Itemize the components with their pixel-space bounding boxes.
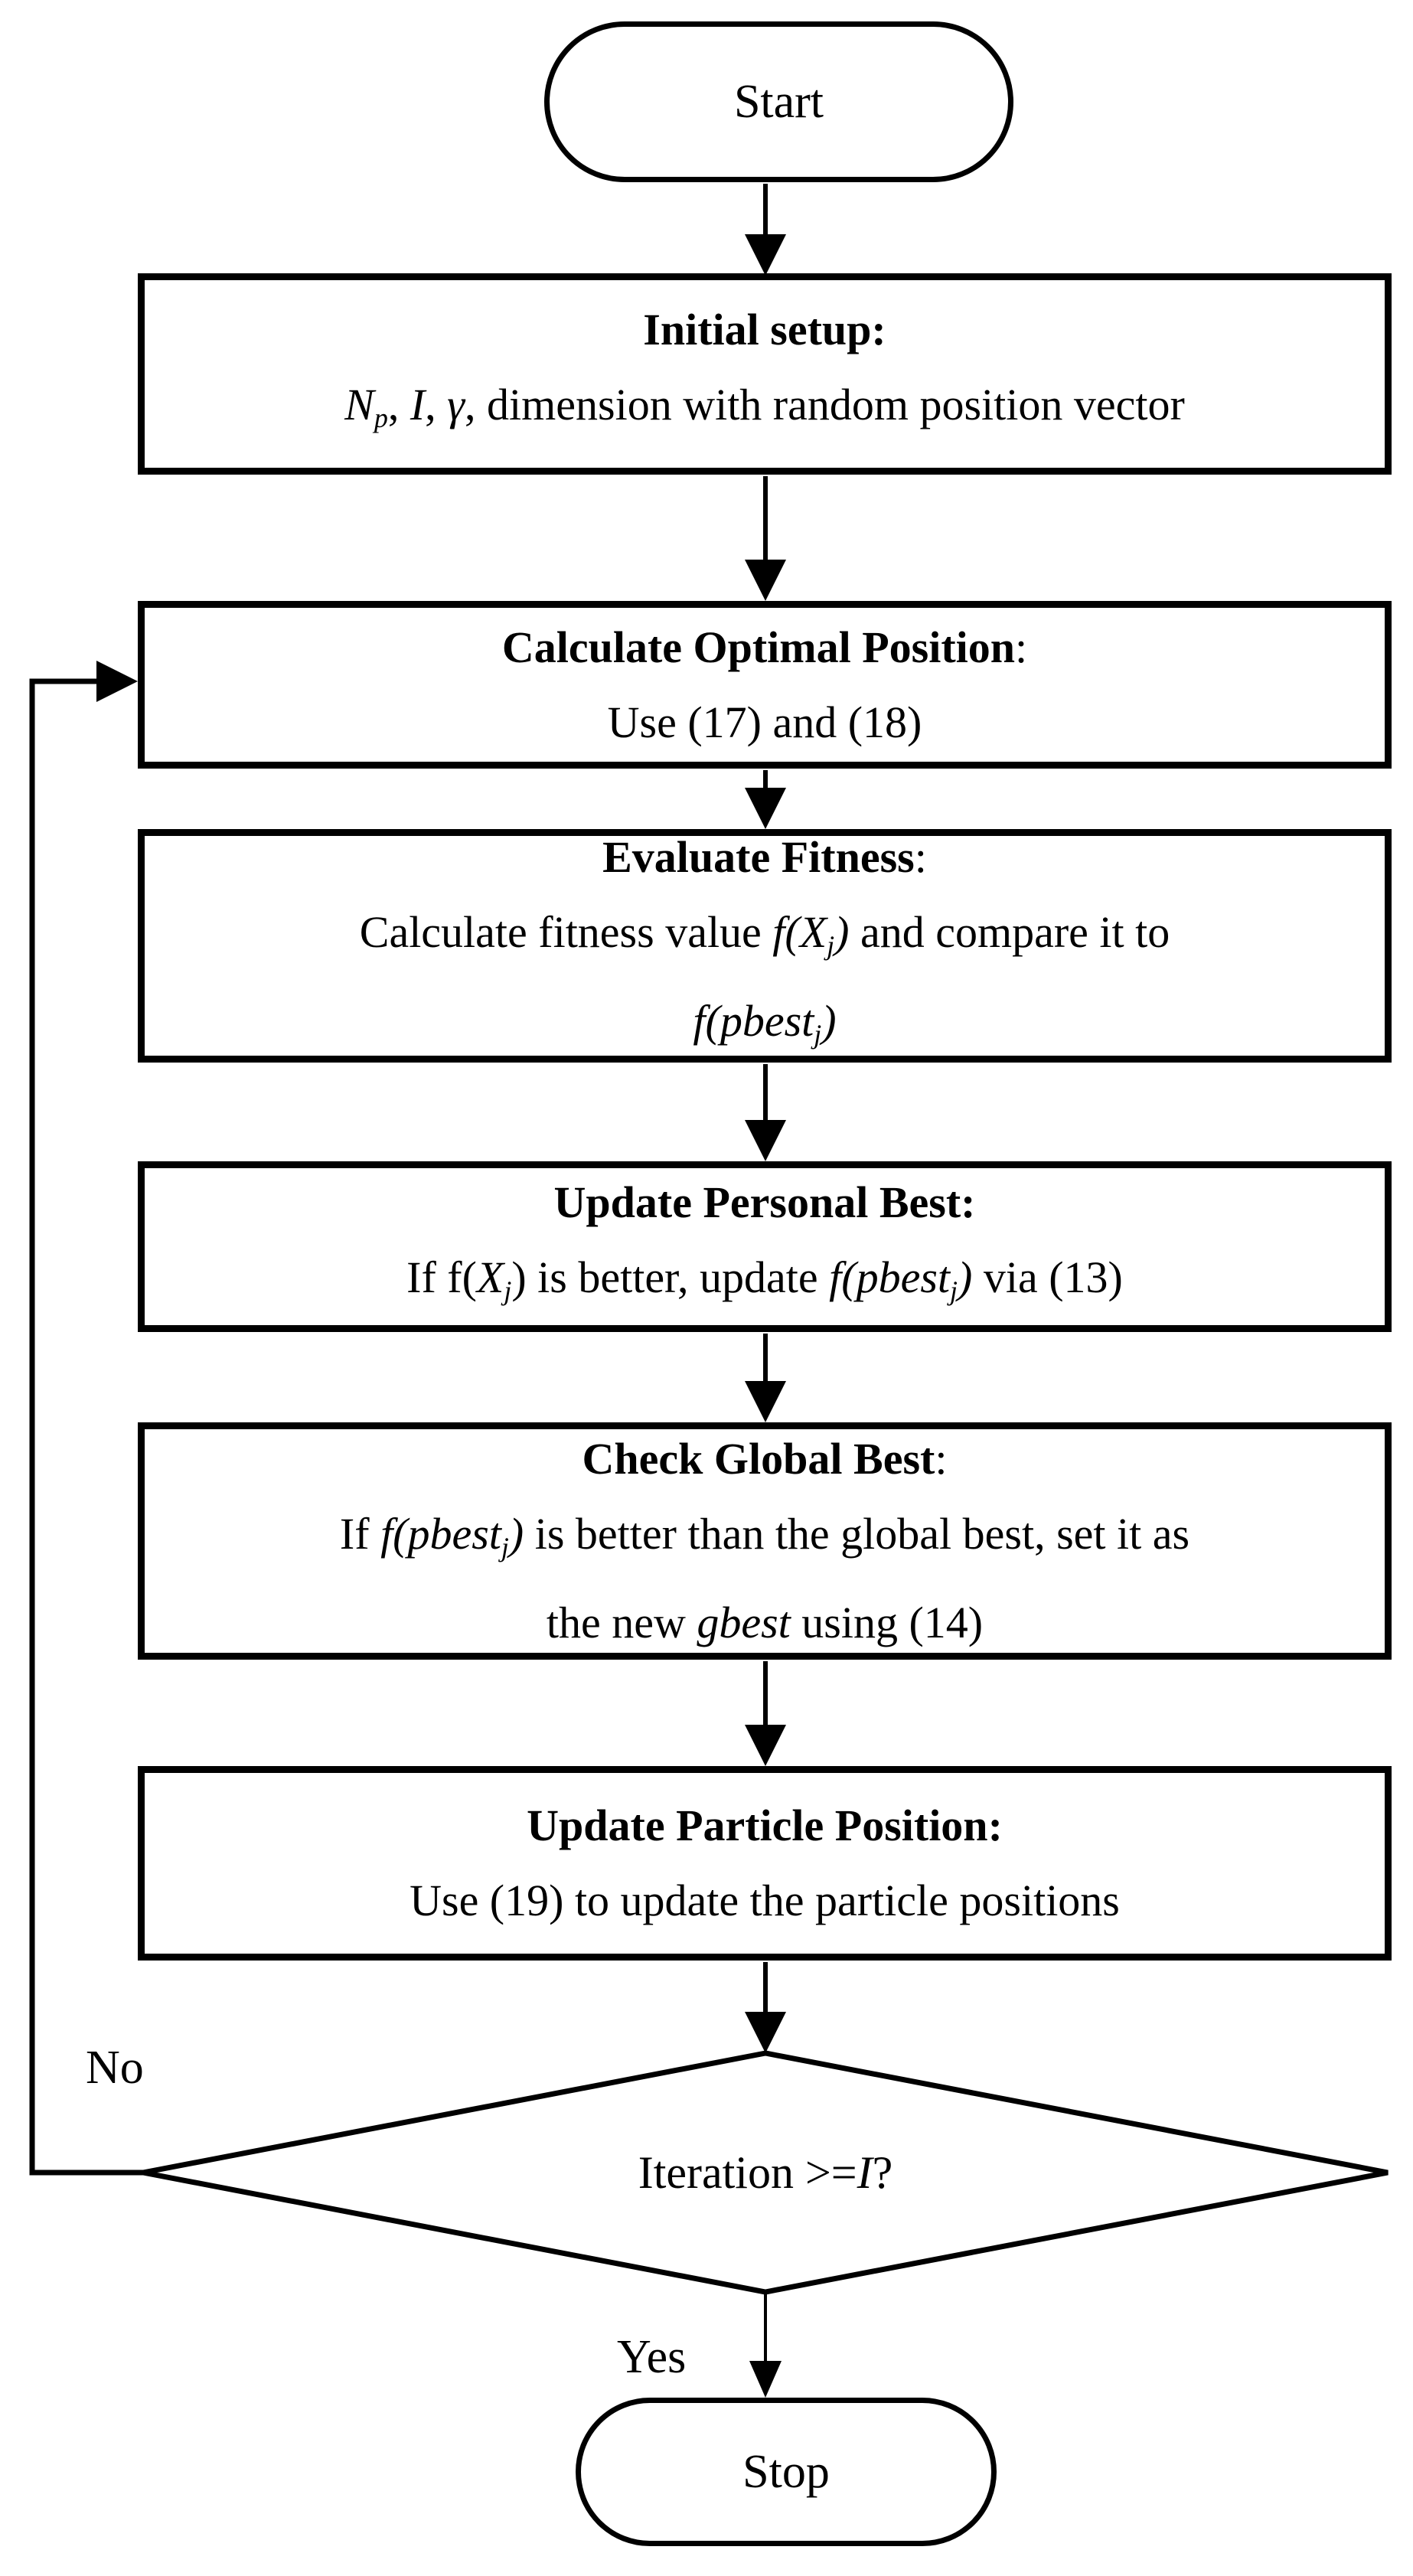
arrowhead-icon	[745, 560, 786, 601]
start-label: Start	[733, 75, 824, 128]
arrowhead-icon	[749, 2361, 782, 2398]
box-title: Update Personal Best:	[553, 1177, 976, 1227]
stop-label: Stop	[742, 2445, 830, 2498]
box-title: Initial setup:	[643, 304, 886, 354]
box-title: Evaluate Fitness:	[602, 832, 927, 883]
no-loop-arrowhead-icon	[96, 661, 138, 702]
process-box-update-personal-best: Update Personal Best: If f(Xj) is better…	[138, 1161, 1392, 1332]
box-text: Calculate fitness value f(Xj) and compar…	[359, 907, 1170, 962]
arrowhead-icon	[745, 1725, 786, 1766]
decision-label: Iteration >= I ?	[638, 2147, 893, 2198]
box-text: the new gbest using (14)	[546, 1597, 984, 1647]
yes-branch-label: Yes	[617, 2331, 687, 2383]
process-box-calculate-optimal-position: Calculate Optimal Position: Use (17) and…	[138, 601, 1392, 769]
arrowhead-icon	[745, 788, 786, 829]
arrowhead-icon	[745, 1381, 786, 1422]
box-title: Update Particle Position:	[527, 1801, 1003, 1850]
arrowhead-icon	[745, 2012, 786, 2053]
box-title: Calculate Optimal Position:	[501, 622, 1028, 672]
process-box-check-global-best: Check Global Best: If f(pbestj) is bette…	[138, 1422, 1392, 1660]
no-branch-label: No	[86, 2042, 144, 2094]
box-text: Np, I, γ, dimension with random position…	[344, 379, 1185, 434]
box-text: Use (19) to update the particle position…	[410, 1876, 1120, 1925]
decision-diamond	[142, 2050, 1389, 2295]
box-text: f(pbestj)	[693, 995, 837, 1050]
process-box-update-particle-position: Update Particle Position: Use (19) to up…	[138, 1766, 1392, 1961]
arrowhead-icon	[745, 234, 786, 276]
box-text: If f(pbestj) is better than the global b…	[339, 1509, 1190, 1563]
no-loop-line	[29, 678, 143, 2176]
box-text: Use (17) and (18)	[607, 697, 922, 747]
process-box-evaluate-fitness: Evaluate Fitness: Calculate fitness valu…	[138, 829, 1392, 1063]
arrowhead-icon	[745, 1120, 786, 1161]
box-title: Check Global Best:	[582, 1434, 948, 1484]
box-text: If f(Xj) is better, update f(pbestj) via…	[406, 1252, 1123, 1307]
stop-node: Stop	[576, 2398, 997, 2546]
arrowheads	[745, 234, 786, 2398]
process-box-initial-setup: Initial setup: Np, I, γ, dimension with …	[138, 273, 1392, 475]
start-node: Start	[544, 21, 1013, 182]
